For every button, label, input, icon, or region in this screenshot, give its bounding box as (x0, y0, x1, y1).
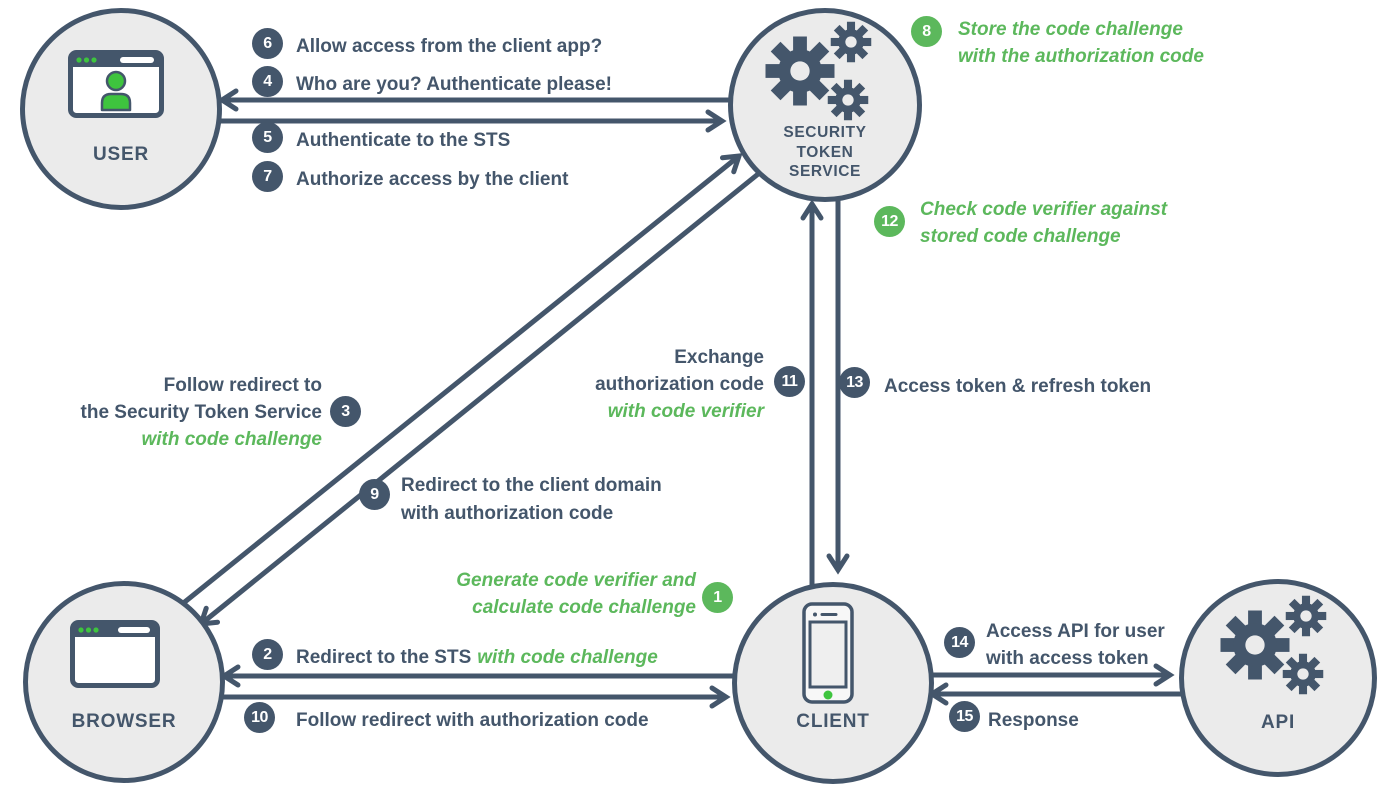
step-11-badge: 11 (774, 366, 805, 397)
step-5-badge: 5 (252, 122, 283, 153)
step-3-text: Follow redirect to the Security Token Se… (80, 375, 322, 450)
step-10-text: Follow redirect with authorization code (296, 710, 649, 731)
step-13-badge: 13 (839, 367, 870, 398)
step-11-text: Exchange authorization code with code ve… (595, 347, 764, 422)
user-label: USER (93, 144, 149, 165)
step-9-badge: 9 (359, 479, 390, 510)
step-15-text: Response (988, 710, 1079, 731)
step-13-text: Access token & refresh token (884, 376, 1152, 397)
node-client: CLIENT (732, 582, 934, 784)
browser-window-icon (70, 620, 160, 688)
step-15-badge: 15 (949, 701, 980, 732)
gears-icon (1220, 595, 1327, 695)
step-6-badge: 6 (252, 28, 283, 59)
step-9-text: Redirect to the client domain with autho… (401, 475, 662, 524)
step-5-text: Authenticate to the STS (296, 130, 511, 151)
arrow-browser-to-sts (174, 153, 743, 611)
step-12-text: Check code verifier against stored code … (920, 199, 1168, 247)
step-7-text: Authorize access by the client (296, 169, 569, 190)
api-label: API (1260, 712, 1296, 733)
client-label: CLIENT (796, 711, 870, 732)
arrow-sts-to-browser (197, 164, 770, 627)
node-sts: SECURITY TOKEN SERVICE (728, 8, 922, 202)
step-1-badge: 1 (702, 582, 733, 613)
step-8-badge: 8 (911, 16, 942, 47)
browser-label: BROWSER (71, 711, 177, 732)
smartphone-icon (802, 602, 854, 704)
step-10-badge: 10 (244, 702, 275, 733)
step-14-text: Access API for user with access token (986, 621, 1165, 669)
step-8-text: Store the code challenge with the author… (958, 19, 1204, 67)
step-1-text: Generate code verifier and calculate cod… (456, 570, 696, 618)
step-12-badge: 12 (874, 206, 905, 237)
step-14-badge: 14 (944, 627, 975, 658)
node-browser: BROWSER (23, 581, 225, 783)
browser-window-with-user-icon (68, 50, 164, 118)
step-4-badge: 4 (252, 66, 283, 97)
gears-icon (765, 21, 872, 121)
sts-label: SECURITY TOKEN SERVICE (783, 124, 867, 180)
node-api: API (1179, 579, 1377, 777)
step-2-badge: 2 (252, 639, 283, 670)
step-4-text: Who are you? Authenticate please! (296, 74, 613, 95)
step-6-text: Allow access from the client app? (296, 36, 603, 57)
step-3-badge: 3 (330, 396, 361, 427)
step-7-badge: 7 (252, 161, 283, 192)
node-user: USER (20, 8, 222, 210)
